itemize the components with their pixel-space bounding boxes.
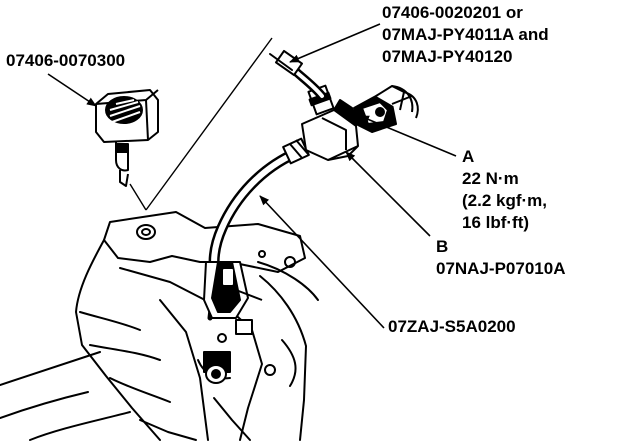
pressure-valve-adapter bbox=[353, 85, 419, 133]
label-tool-0020201-line1: 07406-0020201 or bbox=[382, 3, 523, 22]
label-tool-py4011a-line2: 07MAJ-PY4011A and bbox=[382, 25, 549, 44]
detail-reference-lines bbox=[129, 37, 273, 211]
callout-a-letter: A bbox=[462, 147, 474, 166]
leader-arrows bbox=[47, 23, 457, 329]
label-tool-py40120-line3: 07MAJ-PY40120 bbox=[382, 47, 512, 66]
callout-a-torque-nm: 22 N·m bbox=[462, 169, 519, 188]
callout-b-letter: B bbox=[436, 237, 448, 256]
label-hose-07zaj: 07ZAJ-S5A0200 bbox=[388, 317, 516, 336]
fuel-rail-connector bbox=[203, 261, 263, 319]
engine-assembly-illustration bbox=[0, 211, 319, 441]
pressure-gauge-tee bbox=[301, 84, 359, 161]
label-tool-0070300: 07406-0070300 bbox=[6, 51, 125, 70]
fuel-feed-line bbox=[269, 49, 327, 101]
label-tool-b-07naj: 07NAJ-P07010A bbox=[436, 259, 565, 278]
callout-a-torque-kgfm: (2.2 kgf·m, bbox=[462, 191, 547, 210]
tool-0070300-illustration bbox=[95, 89, 159, 187]
callout-a-torque-lbfft: 16 lbf·ft) bbox=[462, 213, 529, 232]
